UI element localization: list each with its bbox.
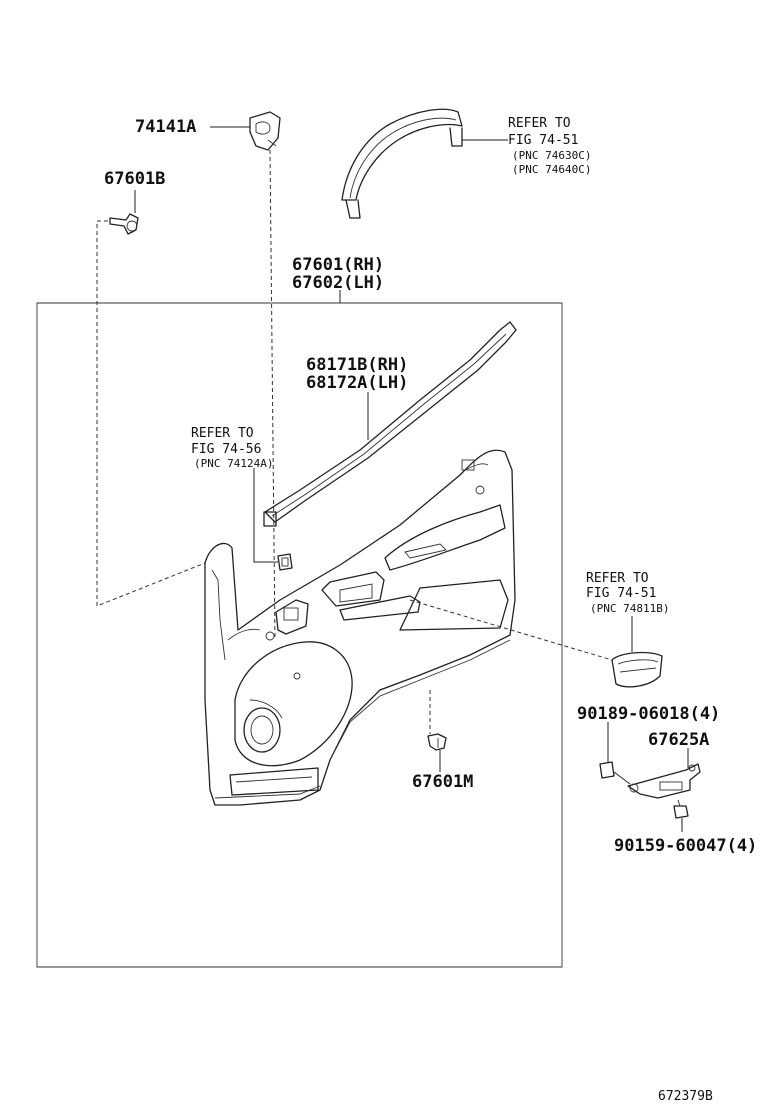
label-90189: 90189-06018(4)	[577, 704, 720, 724]
refer-switch-line2: FIG 74-56	[191, 442, 261, 457]
label-67601B: 67601B	[104, 169, 165, 189]
refer-ashtray-line2: FIG 74-51	[586, 586, 656, 601]
label-90159: 90159-60047(4)	[614, 836, 757, 856]
ashtray-part[interactable]	[611, 651, 663, 688]
label-68171B: 68171B(RH)	[306, 355, 408, 375]
refer-grip-line1: REFER TO	[508, 116, 571, 131]
assembly-frame	[36, 302, 563, 968]
screw-90159-part[interactable]	[673, 799, 689, 819]
dash-67601B	[96, 220, 206, 607]
switch-part[interactable]	[277, 553, 293, 571]
label-68172A: 68172A(LH)	[306, 373, 408, 393]
bracket-67625A-part[interactable]	[627, 763, 701, 799]
door-trim-board-part[interactable]	[204, 449, 516, 806]
clip-67601M-part[interactable]	[427, 733, 447, 751]
refer-switch-line3: (PNC 74124A)	[194, 457, 273, 470]
dash-ashtray	[409, 599, 613, 661]
label-67601RH: 67601(RH)	[292, 255, 384, 275]
refer-grip-line4: (PNC 74640C)	[512, 163, 591, 176]
refer-ashtray-line3: (PNC 74811B)	[590, 602, 669, 615]
refer-switch-line1: REFER TO	[191, 426, 254, 441]
diagram-id: 672379B	[658, 1089, 713, 1104]
dash-74141A	[269, 149, 276, 641]
label-67625A: 67625A	[648, 730, 709, 750]
label-74141A: 74141A	[135, 117, 196, 137]
refer-grip-line3: (PNC 74630C)	[512, 149, 591, 162]
label-67601M: 67601M	[412, 772, 473, 792]
cap-74141A-part[interactable]	[249, 111, 281, 151]
assist-grip-part[interactable]	[341, 108, 463, 219]
refer-grip-line2: FIG 74-51	[508, 133, 578, 148]
link-bracket-nut	[613, 771, 631, 785]
label-67602LH: 67602(LH)	[292, 273, 384, 293]
refer-ashtray-line1: REFER TO	[586, 571, 649, 586]
nut-90189-part[interactable]	[599, 761, 615, 779]
clip-67601B-part[interactable]	[109, 213, 139, 235]
leader-switch	[253, 468, 278, 563]
weatherstrip-part[interactable]	[263, 321, 517, 527]
